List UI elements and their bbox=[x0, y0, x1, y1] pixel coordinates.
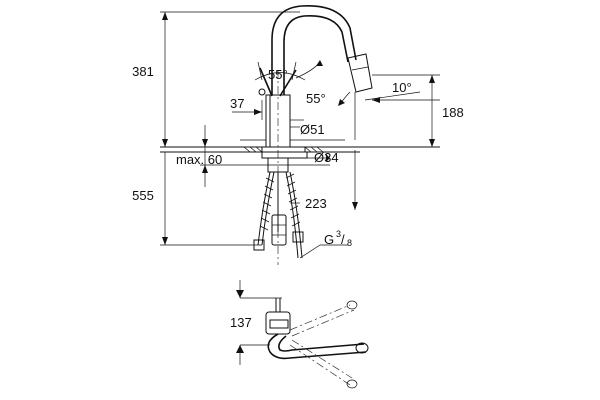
swivel-arc bbox=[254, 72, 306, 81]
top-ghost-head-up bbox=[346, 300, 358, 310]
arrow-34 bbox=[326, 154, 330, 162]
top-ghost-head-down bbox=[346, 379, 358, 389]
top-view bbox=[236, 280, 369, 389]
label-spout-reach: 223 bbox=[305, 196, 327, 211]
top-lever bbox=[269, 319, 289, 329]
arrow-188-top bbox=[429, 75, 435, 83]
arrow-381-bottom bbox=[162, 139, 168, 147]
top-spout-main-inner bbox=[278, 335, 365, 352]
spray-head bbox=[347, 53, 373, 93]
label-swivel-angle: 55° bbox=[268, 67, 288, 82]
arrow-223 bbox=[352, 202, 358, 210]
top-spray-head bbox=[355, 342, 369, 354]
hose-connector-left bbox=[253, 239, 265, 251]
lever-pivot bbox=[258, 88, 266, 96]
mount-plate bbox=[261, 146, 306, 153]
arrow-37 bbox=[254, 109, 262, 115]
label-thread-den: 8 bbox=[347, 238, 352, 248]
lever-handle bbox=[259, 67, 273, 97]
label-hole-diameter: Ø34 bbox=[314, 150, 339, 165]
label-thread: G bbox=[324, 232, 334, 247]
dimension-labels: 381 555 max. 60 55° 55° 10° 188 37 Ø51 Ø… bbox=[132, 64, 464, 330]
label-thread-group: G 3 / 8 bbox=[324, 229, 352, 248]
arrow-137-top bbox=[236, 290, 244, 298]
spout-inner bbox=[283, 15, 349, 95]
arrow-max60-top bbox=[202, 139, 208, 147]
arrow-max60-bottom bbox=[202, 165, 208, 173]
label-thread-slash: / bbox=[341, 232, 345, 247]
arrow-137-bottom bbox=[236, 345, 244, 353]
label-lever-angle: 55° bbox=[306, 91, 326, 106]
lever-arc-arrow bbox=[316, 60, 323, 66]
top-swivel-ghost-down bbox=[289, 344, 351, 386]
spray-angle-line bbox=[364, 91, 421, 101]
label-total-height: 381 bbox=[132, 64, 154, 79]
spray-head-band bbox=[351, 66, 369, 71]
front-view bbox=[160, 5, 440, 265]
label-spray-angle: 10° bbox=[392, 80, 412, 95]
supply-hoses bbox=[257, 171, 303, 259]
top-swivel-ghost-down-2 bbox=[291, 339, 353, 379]
label-counter-thickness: max. 60 bbox=[176, 152, 222, 167]
label-spout-height: 188 bbox=[442, 105, 464, 120]
swivel-arrow-shaft bbox=[257, 61, 263, 81]
top-swivel-ghost-up-2 bbox=[291, 309, 355, 337]
arrow-188-bottom bbox=[429, 139, 435, 147]
mount-nut bbox=[261, 151, 308, 159]
arrow-555-bottom bbox=[162, 237, 168, 245]
label-lower-depth: 555 bbox=[132, 188, 154, 203]
hose-weight bbox=[271, 214, 287, 246]
label-thread-num: 3 bbox=[336, 229, 341, 239]
label-top-view-dim: 137 bbox=[230, 315, 252, 330]
lever-arc bbox=[295, 61, 321, 79]
arrow-381-top bbox=[162, 12, 168, 20]
label-lever-offset: 37 bbox=[230, 96, 244, 111]
top-swivel-ghost-up bbox=[289, 304, 351, 331]
top-spout-main bbox=[267, 333, 367, 360]
spray-angle-arrow bbox=[372, 97, 380, 103]
lever-55-arrow bbox=[338, 99, 345, 106]
leader-thread bbox=[299, 244, 321, 259]
label-body-diameter: Ø51 bbox=[300, 122, 325, 137]
spout-outer bbox=[271, 5, 357, 95]
hose-connector-right bbox=[292, 231, 304, 243]
swivel-arrow-shaft-r bbox=[291, 61, 297, 81]
counter-hatch bbox=[243, 146, 324, 153]
